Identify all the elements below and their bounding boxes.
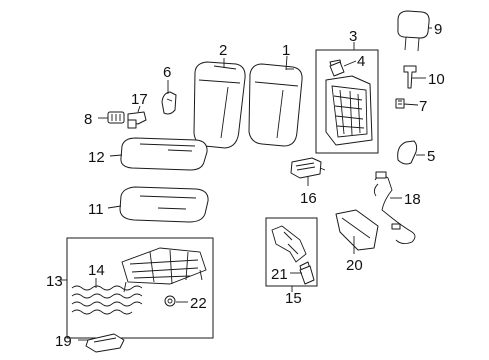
callout-13: 13 [46,273,63,290]
seat-frame [121,247,207,293]
callout-21: 21 [271,266,288,283]
wire-harness [373,171,416,245]
callout-2: 2 [219,42,227,59]
callout-3: 3 [349,28,357,45]
clip [395,98,405,109]
callout-14: 14 [88,262,105,279]
seat-back-right [248,63,303,147]
group-frame-3 [315,49,379,154]
recliner [329,61,345,77]
seat-cushion [119,186,209,223]
callout-10: 10 [428,71,445,88]
leader-lines [60,27,432,341]
callout-20: 20 [346,257,363,274]
callout-9: 9 [434,21,442,38]
callout-6: 6 [163,64,171,81]
seat-back-left [193,61,246,149]
hinge-cover [161,91,177,115]
bracket [127,111,147,129]
side-cover [397,140,418,165]
callout-4: 4 [357,53,365,70]
callout-7: 7 [419,98,427,115]
callout-16: 16 [300,190,317,207]
headrest [397,10,430,52]
side-shield [335,209,379,251]
callout-17: 17 [131,91,148,108]
callout-19: 19 [55,333,72,350]
callout-15: 15 [285,290,302,307]
callout-8: 8 [84,111,92,128]
springs [71,285,143,315]
callout-12: 12 [88,149,105,166]
group-frame-13 [66,237,214,339]
callout-11: 11 [88,201,104,218]
nut [164,295,176,307]
callout-18: 18 [404,191,421,208]
lumbar-unit [290,157,326,179]
small-cover [299,265,315,285]
callout-1: 1 [282,42,290,59]
callout-22: 22 [190,295,207,312]
headrest-guide [403,65,417,89]
callout-labels: 1 2 3 4 5 6 7 8 9 10 11 12 13 14 15 16 1… [46,21,445,350]
seat-cushion-pad [120,137,208,171]
knob [107,111,125,124]
lever [85,333,125,353]
group-frame-15 [265,217,318,287]
callout-5: 5 [427,148,435,165]
